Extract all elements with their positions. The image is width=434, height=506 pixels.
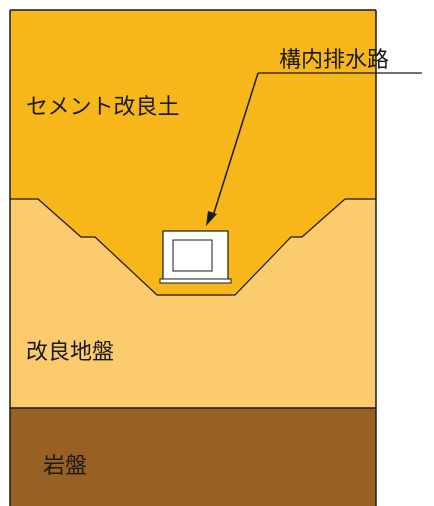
bedrock-layer [10,408,376,506]
bedrock-label: 岩盤 [43,454,87,479]
cement-improved-soil-label: セメント改良土 [26,95,180,120]
drainage-channel-label: 構内排水路 [279,48,389,73]
cement-improved-soil-layer [10,10,376,295]
callout-arrowhead [206,211,217,226]
trench-boundary-line [10,198,376,296]
drainage-channel-box [159,230,232,284]
callout-leader-diagonal [212,72,259,217]
improved-ground-label: 改良地盤 [26,340,114,365]
